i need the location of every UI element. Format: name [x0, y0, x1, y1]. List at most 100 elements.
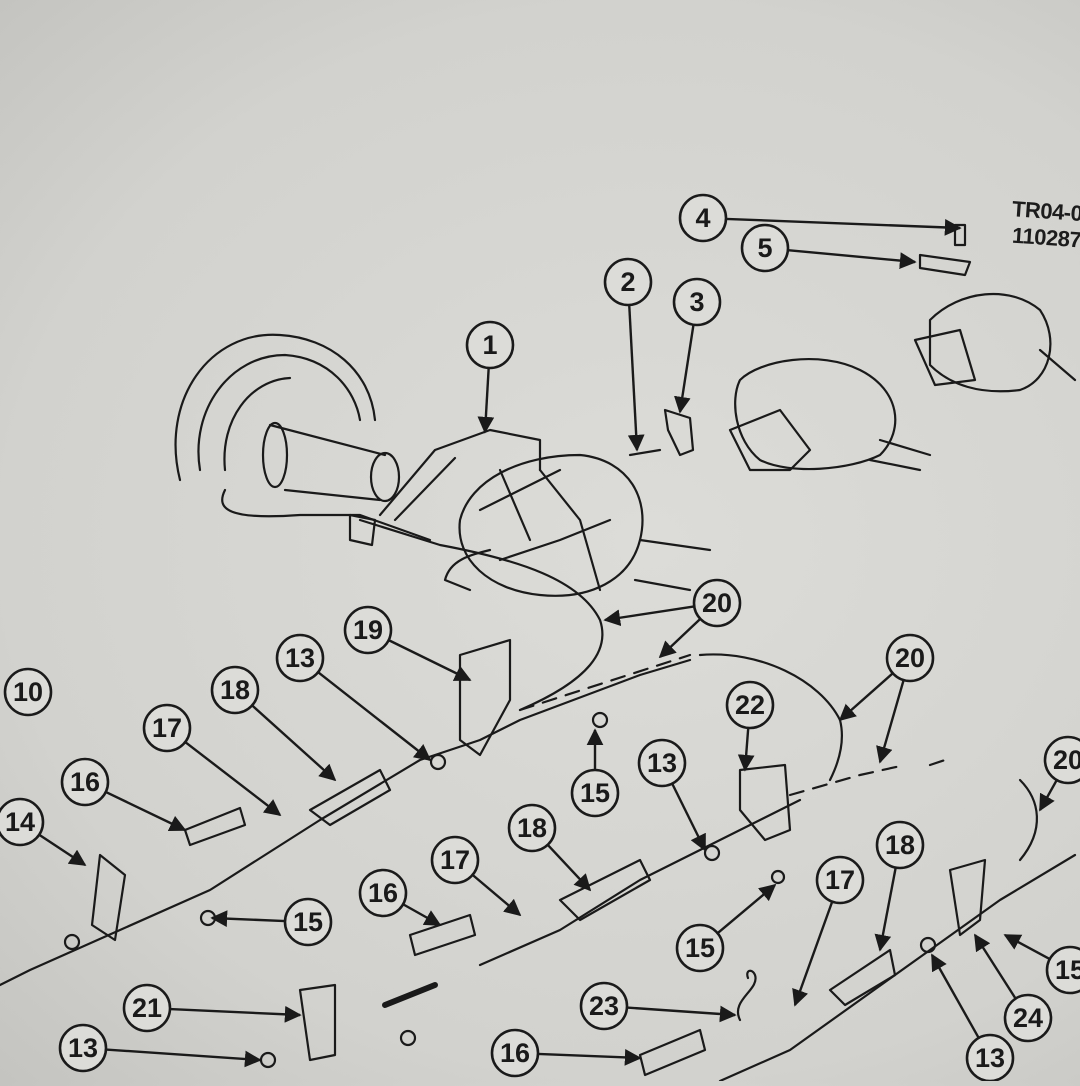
callout-number: 13	[285, 643, 315, 673]
callout-number: 18	[517, 813, 547, 843]
callout-1: 1	[465, 320, 515, 434]
callout-number: 16	[70, 767, 100, 797]
callout-17: 17	[792, 855, 865, 1007]
callout-number: 16	[368, 878, 398, 908]
callout-21: 21	[122, 983, 302, 1033]
leader-arrow	[251, 704, 337, 782]
callout-circle	[210, 665, 260, 715]
leader-arrow	[930, 953, 980, 1039]
leader-arrow	[38, 833, 87, 867]
leader-arrow	[169, 1005, 302, 1023]
callout-circle	[343, 605, 393, 655]
callout-circle	[283, 897, 333, 947]
callout-circle	[603, 257, 653, 307]
callout-circle	[122, 983, 172, 1033]
callout-number: 15	[1055, 955, 1080, 985]
callout-number: 24	[1013, 1003, 1043, 1033]
callout-number: 15	[685, 933, 715, 963]
callout-circle	[58, 1023, 108, 1073]
leader-arrow	[671, 783, 707, 852]
callout-15: 15	[570, 728, 620, 818]
callout-10: 10	[3, 667, 53, 717]
callout-18: 18	[874, 820, 925, 952]
callout-24: 24	[973, 933, 1053, 1043]
leader-arrow	[105, 790, 187, 832]
callout-13: 13	[275, 633, 432, 762]
callout-18: 18	[210, 665, 337, 782]
leader-arrow	[471, 873, 522, 917]
leader-arrow	[402, 903, 442, 927]
callout-16: 16	[358, 868, 442, 927]
callout-circle	[579, 981, 629, 1031]
leader-arrow	[627, 304, 645, 452]
leader-arrow	[477, 367, 495, 434]
callout-number: 16	[500, 1038, 530, 1068]
callout-number: 13	[975, 1043, 1005, 1073]
differential-detail-illustration	[628, 223, 1077, 472]
callout-number: 20	[702, 588, 732, 618]
leader-arrow	[725, 217, 962, 236]
leader-arrow	[874, 867, 897, 952]
callout-number: 18	[885, 830, 915, 860]
callout-number: 15	[580, 778, 610, 808]
callout-number: 13	[68, 1033, 98, 1063]
callout-circle	[142, 703, 192, 753]
callout-number: 15	[293, 907, 323, 937]
callout-number: 21	[132, 993, 162, 1023]
callout-circle	[1045, 945, 1080, 995]
brake-drum-illustration	[174, 333, 401, 503]
callout-4: 4	[678, 193, 962, 243]
leader-arrow	[737, 727, 755, 772]
leader-arrow	[317, 671, 432, 762]
callout-18: 18	[507, 803, 592, 892]
callout-number: 23	[589, 991, 619, 1021]
callout-circle	[672, 277, 722, 327]
callout-2: 2	[603, 257, 653, 452]
callout-number: 3	[689, 287, 704, 317]
callout-13: 13	[930, 953, 1015, 1083]
callout-circle	[1003, 993, 1053, 1043]
callout-number: 13	[647, 748, 677, 778]
callout-number: 5	[757, 233, 772, 263]
leader-arrow	[626, 1005, 737, 1023]
callout-circle	[465, 320, 515, 370]
callout-circle	[875, 820, 925, 870]
callout-circle	[358, 868, 408, 918]
leader-arrow	[1038, 779, 1058, 812]
callout-3: 3	[672, 277, 722, 414]
leader-arrow	[876, 679, 905, 764]
leader-arrow	[537, 1049, 642, 1066]
callout-number: 10	[13, 677, 43, 707]
callout-number: 17	[825, 865, 855, 895]
callout-number: 14	[5, 807, 35, 837]
callout-circle	[0, 797, 45, 847]
callout-20: 20	[603, 578, 742, 659]
callout-number: 1	[482, 330, 497, 360]
callout-number: 20	[895, 643, 925, 673]
callout-circle	[275, 633, 325, 683]
callout-circle	[815, 855, 865, 905]
callout-15: 15	[1003, 933, 1080, 995]
callout-number: 2	[620, 267, 635, 297]
leader-arrow	[603, 605, 695, 627]
callout-circle	[678, 193, 728, 243]
callout-number: 17	[440, 845, 470, 875]
callout-number: 4	[695, 203, 710, 233]
parking-brake-cables-illustration	[0, 638, 1077, 1083]
callout-circle	[3, 667, 53, 717]
callout-14: 14	[0, 797, 87, 867]
callout-16: 16	[490, 1028, 642, 1078]
callout-16: 16	[60, 757, 187, 832]
callout-circle	[885, 633, 935, 683]
callout-layer: 1234510191318171614151520202022131817161…	[0, 193, 1080, 1083]
leader-arrow	[838, 672, 894, 722]
callout-circle	[60, 757, 110, 807]
leader-arrow	[105, 1048, 262, 1068]
leader-arrow	[674, 324, 695, 414]
callout-circle	[675, 923, 725, 973]
callout-circle	[1043, 735, 1080, 785]
callout-number: 20	[1053, 745, 1080, 775]
leader-arrow	[787, 248, 917, 269]
